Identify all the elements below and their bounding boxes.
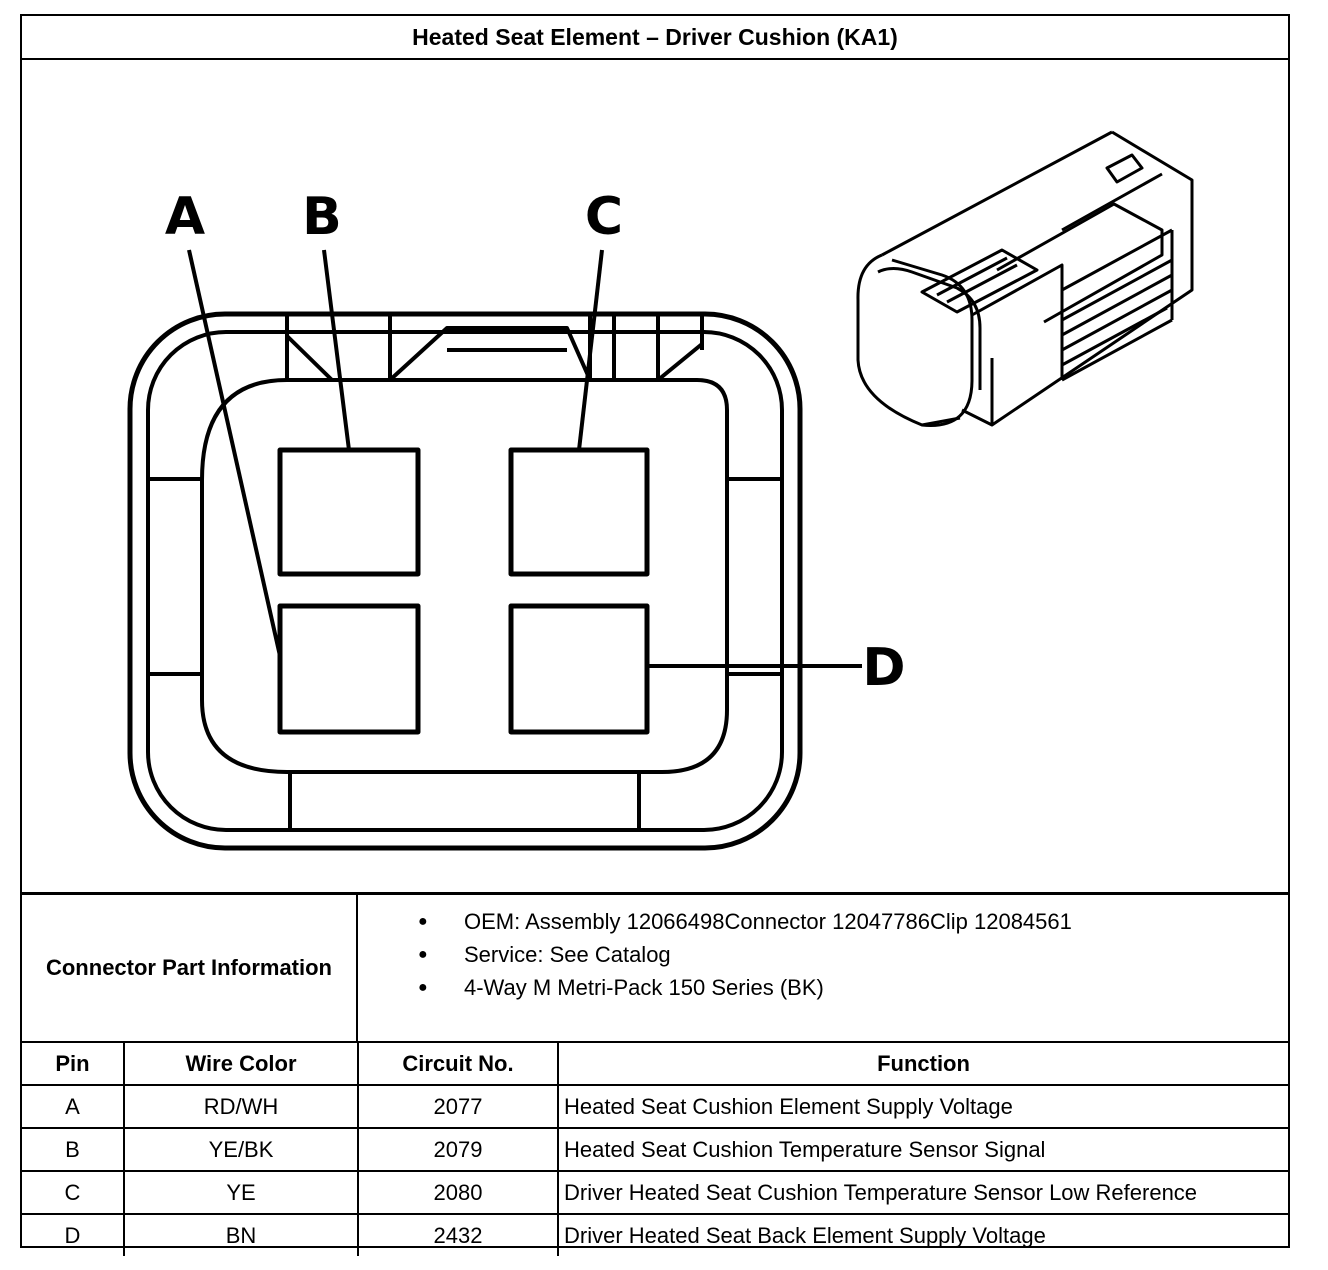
cell-wire-color: BN xyxy=(123,1213,359,1256)
table-row: B YE/BK 2079 Heated Seat Cushion Tempera… xyxy=(22,1127,1288,1172)
pin-label-c: C xyxy=(585,187,623,247)
part-info-list: OEM: Assembly 12066498Connector 12047786… xyxy=(358,895,1288,1051)
terminal-cavity-a xyxy=(277,603,421,735)
connector-face-drawing: A B C D xyxy=(127,130,1194,851)
table-header-row: Pin Wire Color Circuit No. Function xyxy=(22,1043,1288,1086)
connector-cavity-outline xyxy=(200,378,729,774)
cell-function: Driver Heated Seat Back Element Supply V… xyxy=(557,1213,1288,1256)
cell-wire-color: YE xyxy=(123,1170,359,1215)
leader-line-a xyxy=(187,249,282,657)
cell-function: Driver Heated Seat Cushion Temperature S… xyxy=(557,1170,1288,1215)
connector-part-info: Connector Part Information OEM: Assembly… xyxy=(22,892,1288,1043)
cell-pin: A xyxy=(22,1084,125,1129)
cell-pin: B xyxy=(22,1127,125,1172)
connector-diagram: A B C D xyxy=(22,60,1288,892)
leader-line-c xyxy=(577,249,604,451)
terminal-cavity-d xyxy=(508,603,650,735)
terminal-cavity-c xyxy=(508,447,650,577)
part-info-item: OEM: Assembly 12066498Connector 12047786… xyxy=(358,905,1288,938)
table-row: D BN 2432 Driver Heated Seat Back Elemen… xyxy=(22,1213,1288,1256)
table-row: C YE 2080 Driver Heated Seat Cushion Tem… xyxy=(22,1170,1288,1215)
cell-wire-color: YE/BK xyxy=(123,1127,359,1172)
cell-pin: D xyxy=(22,1213,125,1256)
cell-circuit: 2079 xyxy=(357,1127,559,1172)
leader-line-b xyxy=(322,249,351,451)
part-info-label: Connector Part Information xyxy=(22,895,358,1041)
connector-housing-inner xyxy=(146,330,784,832)
cell-circuit: 2077 xyxy=(357,1084,559,1129)
connector-latch xyxy=(285,312,704,382)
cell-circuit: 2432 xyxy=(357,1213,559,1256)
pin-label-b: B xyxy=(302,187,342,247)
terminal-cavity-b xyxy=(277,447,421,577)
connector-3d-illustration xyxy=(856,130,1194,427)
connector-sheet: Heated Seat Element – Driver Cushion (KA… xyxy=(20,14,1290,1256)
pin-label-a: A xyxy=(165,187,205,247)
table-row: A RD/WH 2077 Heated Seat Cushion Element… xyxy=(22,1084,1288,1129)
page-title: Heated Seat Element – Driver Cushion (KA… xyxy=(22,16,1288,60)
pin-label-d: D xyxy=(862,638,905,698)
cell-function: Heated Seat Cushion Element Supply Volta… xyxy=(557,1084,1288,1129)
cell-circuit: 2080 xyxy=(357,1170,559,1215)
pin-table: Pin Wire Color Circuit No. Function A RD… xyxy=(22,1043,1288,1256)
part-info-item: 4-Way M Metri-Pack 150 Series (BK) xyxy=(358,971,1288,1004)
header-circuit-no: Circuit No. xyxy=(357,1043,559,1086)
header-function: Function xyxy=(557,1043,1288,1086)
connector-housing-outer xyxy=(127,311,803,851)
header-pin: Pin xyxy=(22,1043,125,1086)
cell-pin: C xyxy=(22,1170,125,1215)
cell-function: Heated Seat Cushion Temperature Sensor S… xyxy=(557,1127,1288,1172)
header-wire-color: Wire Color xyxy=(123,1043,359,1086)
cell-wire-color: RD/WH xyxy=(123,1084,359,1129)
part-info-item: Service: See Catalog xyxy=(358,938,1288,971)
